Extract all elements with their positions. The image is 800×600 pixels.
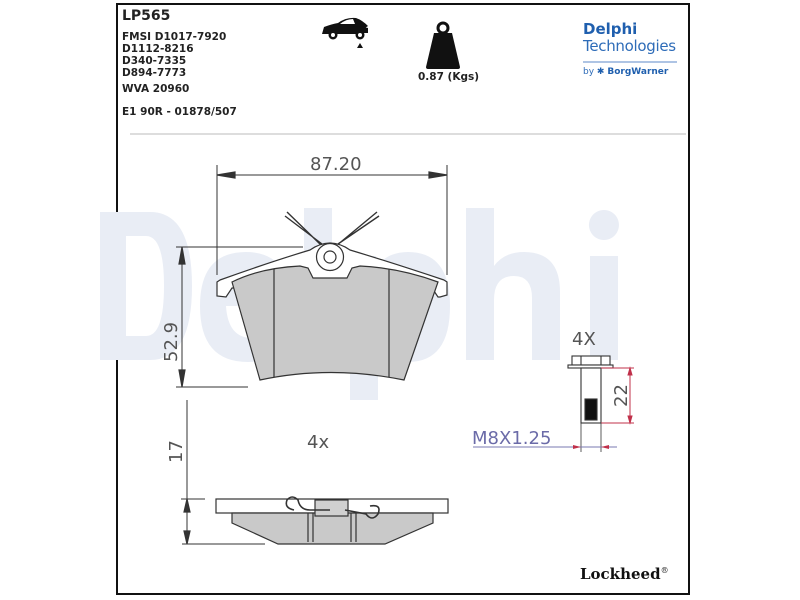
pad-side-view	[181, 400, 449, 545]
thickness-dimension: 17	[166, 440, 187, 463]
height-dimension: 52.9	[161, 322, 182, 362]
weight-value: 0.87 (Kgs)	[418, 71, 480, 83]
ref-4: D894-7773	[122, 67, 187, 79]
delphi-logo-line2: Technologies	[583, 37, 676, 55]
friction-material	[231, 265, 439, 381]
borgwarner-name: BorgWarner	[607, 67, 669, 77]
borgwarner-logo: by ✱ BorgWarner	[583, 67, 668, 78]
part-number: LP565	[122, 8, 171, 24]
width-dimension: 87.20	[310, 154, 362, 175]
delphi-logo-line1: Delphi	[583, 20, 638, 38]
side-friction-material	[231, 512, 434, 545]
approval-number: E1 90R - 01878/507	[122, 106, 237, 118]
by-label: by	[583, 67, 595, 77]
borgwarner-icon: ✱	[596, 67, 605, 77]
registered-mark: ®	[660, 566, 669, 575]
ref-2: D1112-8216	[122, 43, 194, 55]
weight-icon	[426, 21, 460, 69]
pad-quantity: 4x	[307, 432, 329, 453]
bolt-length-dimension: 22	[611, 384, 632, 407]
rear-axle-car-icon	[322, 17, 368, 48]
ref-fmsi: FMSI D1017-7920	[122, 31, 227, 43]
wva-number: WVA 20960	[122, 83, 190, 95]
ref-3: D340-7335	[122, 55, 187, 67]
retaining-clip	[284, 211, 380, 247]
bolt-drawing	[473, 355, 634, 452]
bolt-thread-dimension: M8X1.25	[472, 428, 551, 449]
lockheed-logo: Lockheed®	[580, 565, 669, 583]
bolt-quantity: 4X	[572, 329, 596, 350]
pad-front-view	[176, 165, 448, 388]
lockheed-name: Lockheed	[580, 565, 661, 583]
side-clip	[285, 496, 330, 511]
